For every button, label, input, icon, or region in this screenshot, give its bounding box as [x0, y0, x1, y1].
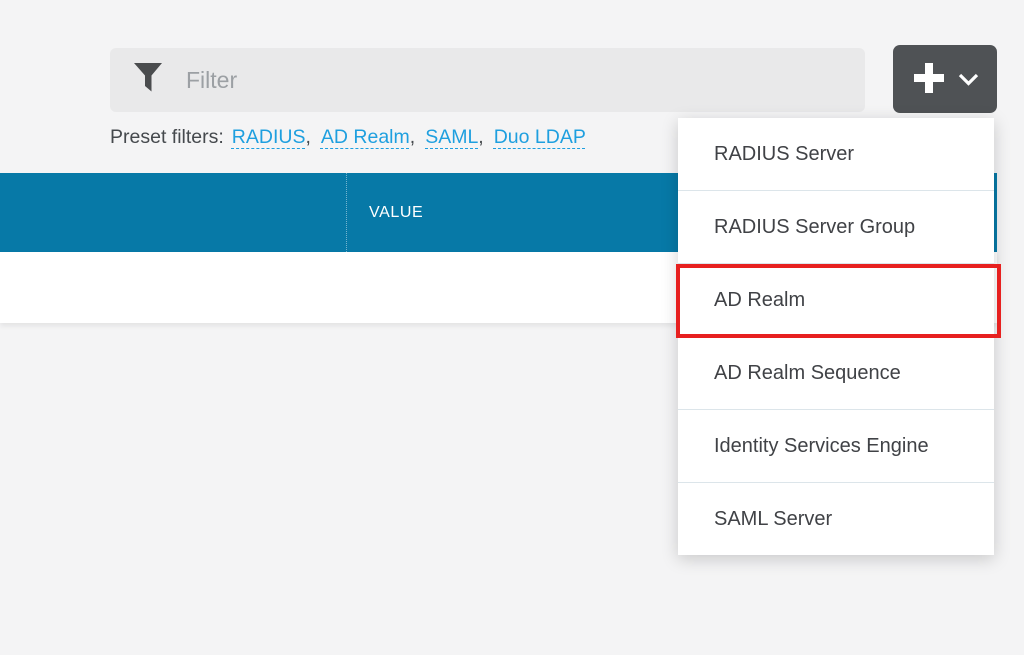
add-dropdown-menu: RADIUS Server RADIUS Server Group AD Rea… [678, 118, 994, 555]
separator: , [410, 126, 415, 148]
menu-item-radius-server[interactable]: RADIUS Server [678, 118, 994, 190]
funnel-icon [132, 61, 164, 100]
add-button[interactable] [893, 45, 997, 113]
plus-icon [911, 60, 947, 99]
chevron-down-icon [958, 70, 979, 89]
separator: , [478, 126, 483, 148]
menu-item-ad-realm[interactable]: AD Realm [678, 263, 994, 336]
preset-filter-link-duo-ldap[interactable]: Duo LDAP [494, 126, 586, 148]
preset-filters: Preset filters:RADIUS,AD Realm,SAML,Duo … [110, 126, 586, 149]
preset-filters-label: Preset filters: [110, 126, 224, 148]
preset-filter-link-radius[interactable]: RADIUS [232, 126, 306, 148]
menu-item-ad-realm-sequence[interactable]: AD Realm Sequence [678, 336, 994, 409]
separator: , [305, 126, 310, 148]
menu-item-saml-server[interactable]: SAML Server [678, 482, 994, 555]
preset-filter-link-saml[interactable]: SAML [425, 126, 478, 148]
menu-item-radius-server-group[interactable]: RADIUS Server Group [678, 190, 994, 263]
filter-bar [110, 48, 865, 112]
preset-filter-link-ad-realm[interactable]: AD Realm [321, 126, 410, 148]
column-header-name[interactable] [0, 173, 347, 252]
filter-input[interactable] [186, 48, 865, 112]
menu-item-identity-services-engine[interactable]: Identity Services Engine [678, 409, 994, 482]
